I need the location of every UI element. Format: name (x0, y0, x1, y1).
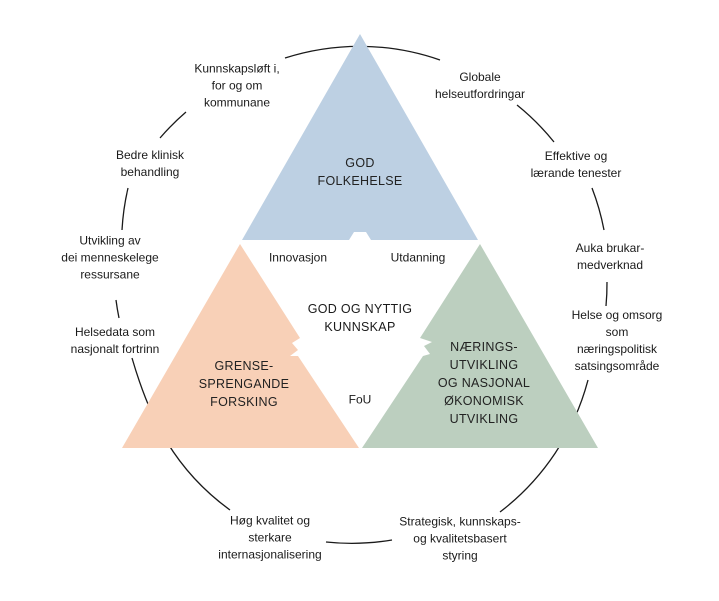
outer-label-helse-omsorg: Helse og omsorg som næringspolitisk sats… (571, 308, 663, 373)
outer-label-bedre-klinisk: Bedre klinisk behandling (115, 148, 185, 179)
outer-label-utvikling: Utvikling av dei menneskelege ressursane (61, 233, 159, 282)
outer-label-hog-kvalitet: Høg kvalitet og sterkare internasjonalis… (218, 513, 322, 562)
outer-label-strategisk: Strategisk, kunnskaps- og kvalitetsbaser… (399, 514, 521, 563)
left-triangle-label: GRENSE- SPRENGANDE FORSKING (198, 359, 290, 409)
outer-label-helsedata: Helsedata som nasjonalt fortrinn (70, 325, 160, 356)
outer-label-kunnskapsloft: Kunnskapsløft i, for og om kommunane (194, 61, 280, 110)
right-triangle-label: NÆRINGS- UTVIKLING OG NASJONAL ØKONOMISK… (437, 340, 531, 426)
arc-upper-left (159, 111, 187, 139)
arc-left-1 (115, 299, 120, 319)
fou-label: FoU (348, 392, 372, 407)
arc-lower-right (499, 379, 589, 513)
outer-label-auka: Auka brukar- medverknad (575, 241, 645, 272)
top-triangle (242, 34, 478, 240)
right-triangle (362, 244, 598, 448)
utdanning-label: Utdanning (390, 250, 446, 265)
outer-label-globale: Globale helseutfordringar (434, 70, 526, 101)
arc-upper-right (516, 104, 555, 143)
arc-left-2 (121, 187, 129, 231)
outer-label-effektive: Effektive og lærande tenester (530, 149, 622, 180)
arc-right-1 (591, 187, 605, 231)
arc-bottom (325, 539, 393, 544)
left-triangle (122, 244, 359, 448)
arc-right-2 (605, 281, 608, 307)
top-triangle-label: GOD FOLKEHELSE (317, 156, 403, 188)
center-label: GOD OG NYTTIG KUNNSKAP (307, 302, 413, 334)
innovasjon-label: Innovasjon (268, 250, 328, 265)
